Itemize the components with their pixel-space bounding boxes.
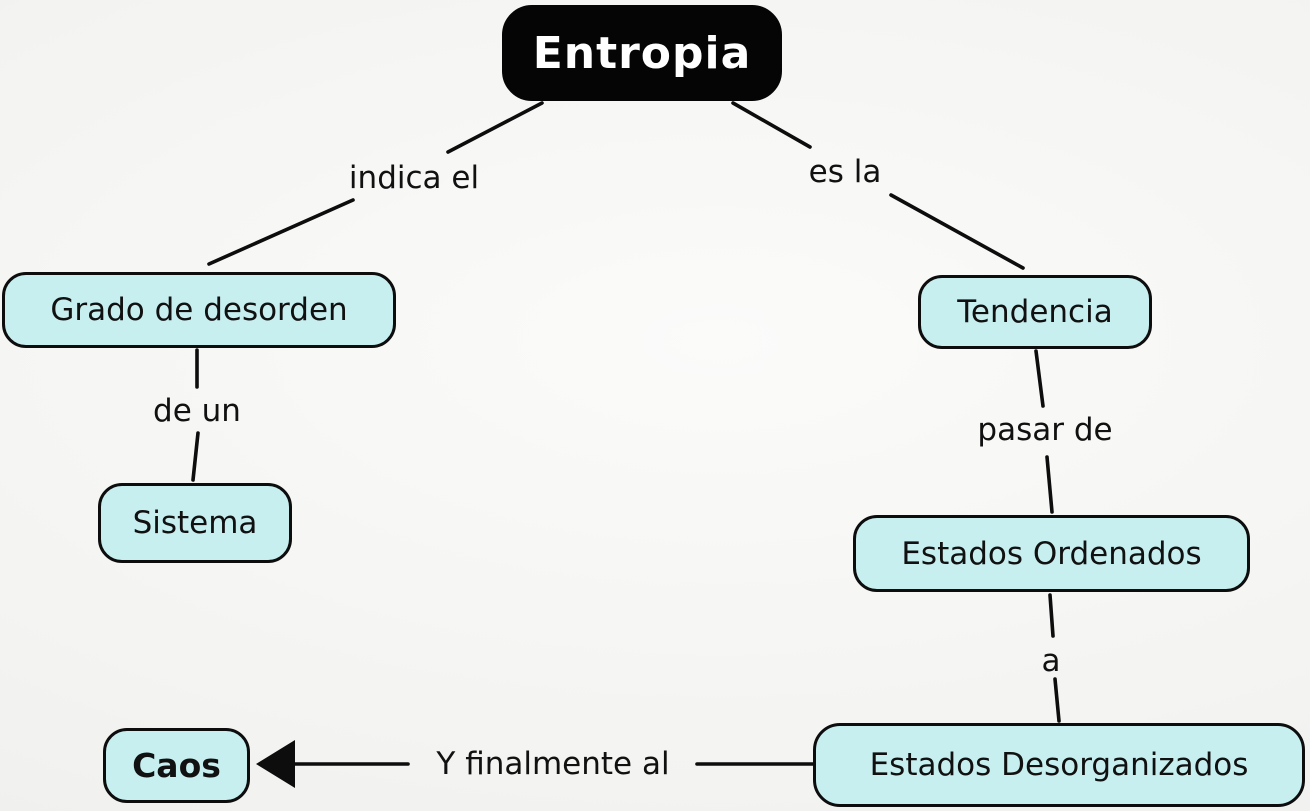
node-estados-desorganizados-label: Estados Desorganizados <box>869 747 1249 783</box>
edge-entropia-tendencia-line-1 <box>731 101 812 149</box>
edge-grado-sistema-line-2 <box>191 431 200 482</box>
node-estados-ordenados: Estados Ordenados <box>853 515 1250 592</box>
edge-entropia-grado-line-2 <box>207 198 355 266</box>
edge-label-pasar-de: pasar de <box>977 412 1113 448</box>
edge-tendencia-ordenados-line-1 <box>1034 349 1045 408</box>
edge-entropia-grado-line-1 <box>446 101 544 154</box>
node-entropia: Entropia <box>502 5 782 101</box>
node-estados-desorganizados: Estados Desorganizados <box>813 723 1305 807</box>
node-grado-de-desorden: Grado de desorden <box>2 272 396 348</box>
node-entropia-label: Entropia <box>532 27 752 79</box>
arrowhead-icon <box>256 740 295 788</box>
edge-ordenados-desorganizados-line-1 <box>1048 593 1055 638</box>
edge-label-a: a <box>1041 643 1061 679</box>
edge-label-es-la: es la <box>808 154 882 190</box>
edge-entropia-tendencia-line-2 <box>889 193 1025 270</box>
node-tendencia: Tendencia <box>918 275 1152 349</box>
edge-label-y-finalmente-al: Y finalmente al <box>436 746 670 782</box>
node-sistema: Sistema <box>98 483 292 563</box>
edge-label-de-un: de un <box>153 393 241 429</box>
node-tendencia-label: Tendencia <box>957 294 1113 330</box>
node-estados-ordenados-label: Estados Ordenados <box>901 535 1202 572</box>
node-caos: Caos <box>103 728 250 803</box>
node-caos-label: Caos <box>132 746 221 785</box>
node-grado-de-desorden-label: Grado de desorden <box>50 292 348 328</box>
edge-label-indica-el: indica el <box>348 160 480 196</box>
edge-tendencia-ordenados-line-2 <box>1045 455 1054 514</box>
node-sistema-label: Sistema <box>132 505 258 541</box>
edge-ordenados-desorganizados-line-2 <box>1053 677 1061 723</box>
